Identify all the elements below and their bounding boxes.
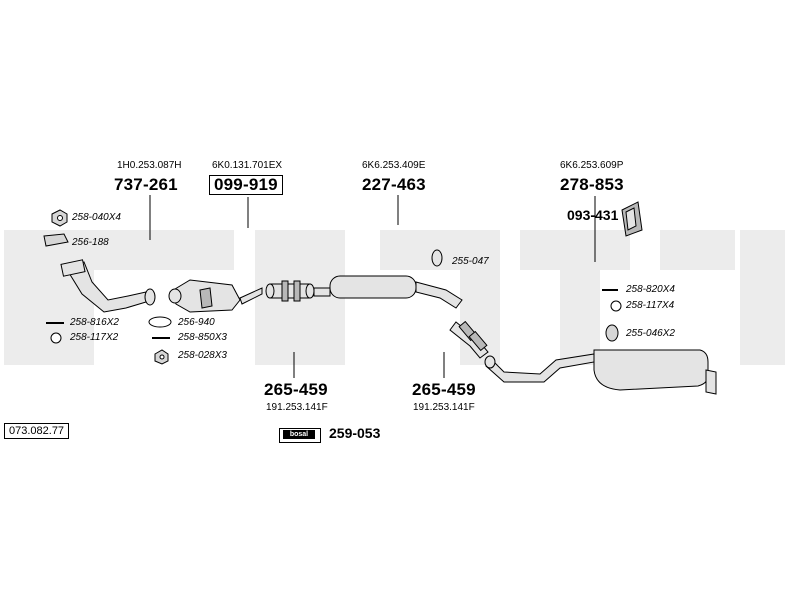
washer-icon xyxy=(50,332,62,344)
center-silencer-shape xyxy=(313,275,463,309)
small-part-code: 256-188 xyxy=(72,237,109,248)
small-part-code: 258-820X4 xyxy=(626,284,675,295)
part-number-clamp-left[interactable]: 265-459 xyxy=(264,380,328,399)
diagram-id: 073.082.77 xyxy=(4,423,70,439)
bosal-kit-badge-label: bosal xyxy=(283,430,315,439)
left-clamp-shape xyxy=(265,280,315,302)
part-number-rear-silencer[interactable]: 278-853 xyxy=(560,175,624,194)
rubber-mount-icon xyxy=(605,324,619,342)
bosal-kit-icon: bosal xyxy=(279,428,321,443)
part-number-catalytic-converter[interactable]: 099-919 xyxy=(209,175,283,195)
small-parts-icons xyxy=(43,209,622,365)
leader-lines xyxy=(149,195,596,378)
oem-clamp-right: 191.253.141F xyxy=(413,402,475,413)
right-clamp-shape xyxy=(449,320,489,359)
part-number-heat-shield[interactable]: 093-431 xyxy=(567,207,619,223)
rear-silencer-shape xyxy=(484,349,717,395)
part-number-clamp-right[interactable]: 265-459 xyxy=(412,380,476,399)
rubber-mount-top-shape xyxy=(431,249,443,267)
small-part-code: 255-047 xyxy=(452,256,489,267)
ring-gasket-icon xyxy=(148,316,172,328)
part-number-accessory-kit[interactable]: 259-053 xyxy=(329,425,381,441)
small-part-code: 258-117X2 xyxy=(70,332,119,343)
gasket-icon xyxy=(43,233,69,247)
heat-shield-shape xyxy=(621,201,643,237)
oem-front-pipe: 1H0.253.087H xyxy=(117,160,182,171)
catalytic-converter-shape xyxy=(168,279,263,313)
washer-icon xyxy=(610,300,622,312)
small-part-code: 258-040X4 xyxy=(72,212,121,223)
small-part-code: 258-850X3 xyxy=(178,332,227,343)
part-number-front-pipe[interactable]: 737-261 xyxy=(114,175,178,194)
small-part-code: 258-028X3 xyxy=(178,350,227,361)
front-pipe-shape xyxy=(60,259,156,313)
small-part-code: 258-816X2 xyxy=(70,317,119,328)
small-part-code: 255-046X2 xyxy=(626,328,675,339)
small-part-code: 258-117X4 xyxy=(626,300,675,311)
oem-catalytic-converter: 6K0.131.701EX xyxy=(212,160,283,171)
small-part-code: 256-940 xyxy=(178,317,215,328)
part-number-center-silencer[interactable]: 227-463 xyxy=(362,175,426,194)
oem-rear-silencer: 6K6.253.609P xyxy=(560,160,624,171)
oem-center-silencer: 6K6.253.409E xyxy=(362,160,426,171)
oem-clamp-left: 191.253.141F xyxy=(266,402,328,413)
